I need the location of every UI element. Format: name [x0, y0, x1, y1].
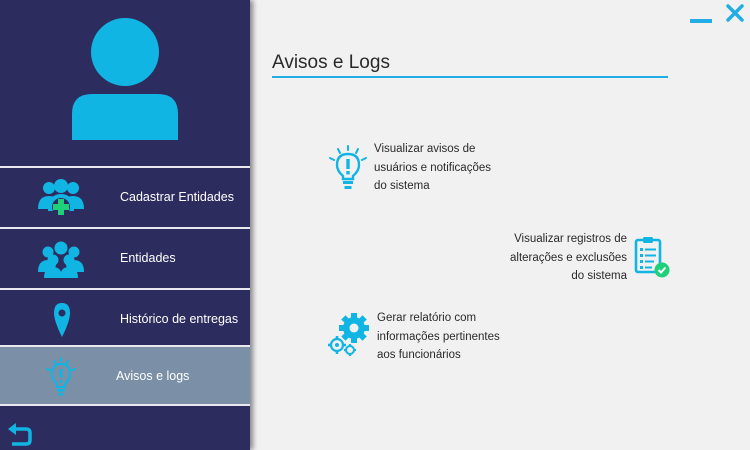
sidebar-item-cadastrar-entidades[interactable]: Cadastrar Entidades — [0, 168, 250, 227]
view-change-logs-button[interactable]: Visualizar registros de alterações e exc… — [490, 230, 675, 286]
clipboard-check-icon — [634, 237, 670, 278]
nav-divider — [0, 227, 250, 229]
gears-icon — [328, 313, 369, 356]
action-description: Visualizar avisos de usuários e notifica… — [374, 143, 491, 192]
nav-divider — [0, 288, 250, 290]
view-notices-button[interactable]: Visualizar avisos de usuários e notifica… — [325, 140, 525, 196]
lightbulb-alert-icon — [46, 357, 76, 396]
add-users-icon — [38, 179, 84, 216]
page-title: Avisos e Logs — [272, 52, 390, 73]
sidebar-item-label: Histórico de entregas — [120, 312, 239, 326]
action-description: Visualizar registros de alterações e exc… — [510, 233, 627, 282]
sidebar-item-historico-de-entregas[interactable]: Histórico de entregas — [0, 290, 250, 349]
generate-report-button[interactable]: Gerar relatório com informações pertinen… — [328, 309, 528, 365]
user-avatar-icon — [72, 18, 178, 140]
sidebar-item-label: Entidades — [120, 251, 176, 265]
title-underline — [272, 76, 668, 78]
users-group-icon — [38, 241, 84, 278]
back-arrow-icon[interactable] — [6, 420, 32, 446]
minimize-icon[interactable] — [690, 8, 712, 24]
nav-divider — [0, 166, 250, 168]
sidebar-item-label: Avisos e logs — [116, 369, 190, 383]
action-description: Gerar relatório com informações pertinen… — [377, 312, 500, 361]
sidebar: Cadastrar Entidades Entidades Histórico … — [0, 0, 250, 450]
map-pin-icon — [54, 303, 70, 337]
nav-divider — [0, 345, 250, 347]
sidebar-item-avisos-e-logs[interactable]: Avisos e logs — [0, 347, 250, 406]
lightbulb-alert-icon — [329, 145, 367, 189]
sidebar-item-entidades[interactable]: Entidades — [0, 229, 250, 288]
close-icon[interactable] — [726, 4, 744, 22]
nav-divider — [0, 404, 250, 406]
sidebar-item-label: Cadastrar Entidades — [120, 190, 234, 204]
